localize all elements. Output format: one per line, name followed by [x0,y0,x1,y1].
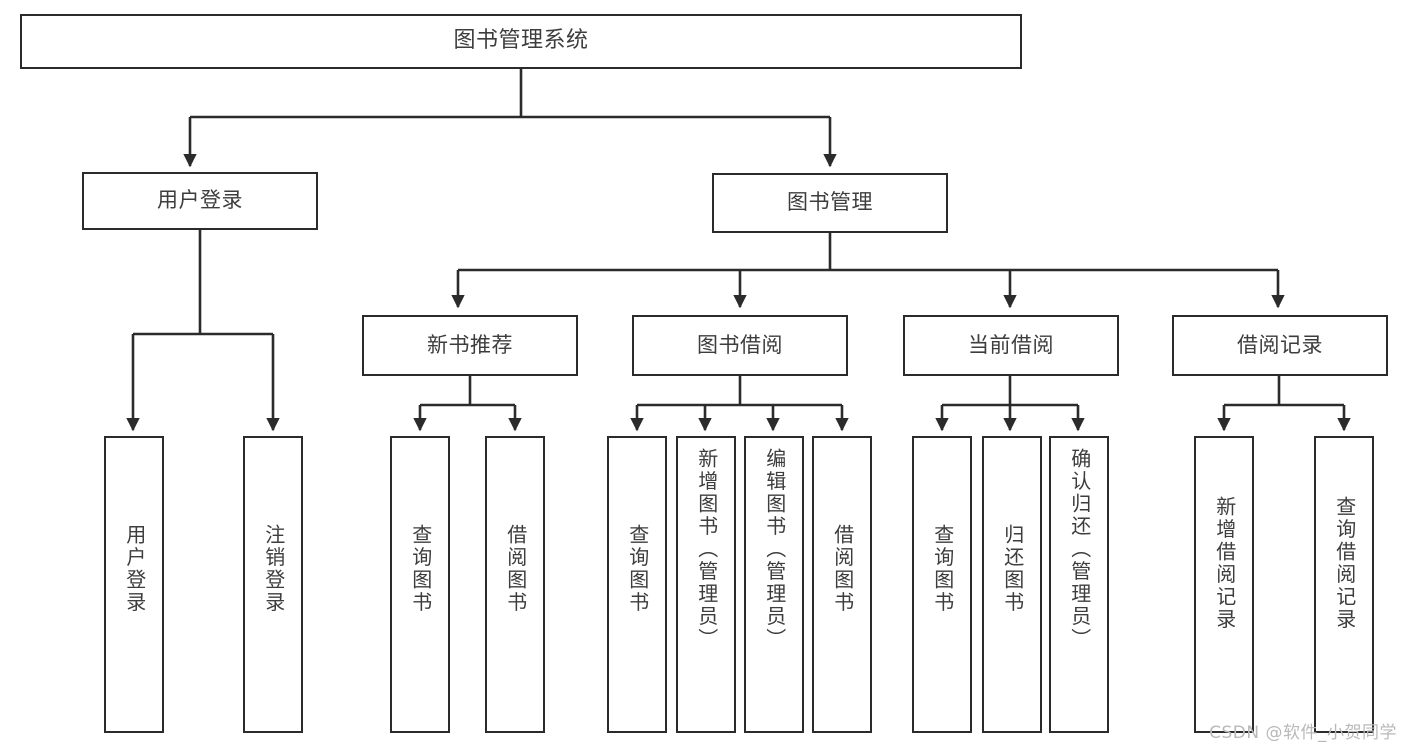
node-label: 归还图书 [1000,524,1025,614]
node-book-management[interactable]: 图书管理 [712,173,948,233]
leaf-borrow-query-book[interactable]: 查询图书 [607,436,667,733]
leaf-borrow-add-book-admin[interactable]: 新增图书（管理员） [676,436,736,733]
leaf-borrow-edit-book-admin[interactable]: 编辑图书（管理员） [744,436,804,733]
node-label: 查询图书 [930,524,955,614]
node-label: 查询图书 [625,524,650,614]
node-root-system[interactable]: 图书管理系统 [20,14,1022,69]
node-label: 编辑图书（管理员） [762,448,787,651]
leaf-recommend-borrow-book[interactable]: 借阅图书 [485,436,545,733]
node-label: 注销登录 [261,524,286,614]
node-borrow-record[interactable]: 借阅记录 [1172,315,1388,376]
node-label: 当前借阅 [968,332,1054,357]
leaf-user-login-login[interactable]: 用户登录 [104,436,164,733]
watermark: CSDN @软件_小贺同学 [1209,723,1397,743]
node-label: 图书管理系统 [453,28,589,54]
node-label: 用户登录 [122,524,147,614]
leaf-borrow-borrow-book[interactable]: 借阅图书 [812,436,872,733]
node-label: 图书管理 [787,190,873,215]
node-current-borrow[interactable]: 当前借阅 [903,315,1119,376]
leaf-user-login-logout[interactable]: 注销登录 [243,436,303,733]
node-label: 确认归还（管理员） [1067,448,1092,651]
node-label: 查询图书 [408,524,433,614]
node-book-borrow[interactable]: 图书借阅 [632,315,848,376]
leaf-current-query-book[interactable]: 查询图书 [912,436,972,733]
leaf-current-return-book[interactable]: 归还图书 [982,436,1042,733]
node-new-book-recommend[interactable]: 新书推荐 [362,315,578,376]
leaf-record-query-record[interactable]: 查询借阅记录 [1314,436,1374,733]
node-label: 新增借阅记录 [1212,496,1237,631]
leaf-record-add-record[interactable]: 新增借阅记录 [1194,436,1254,733]
node-label: 用户登录 [157,188,243,213]
node-label: 图书借阅 [697,332,783,357]
leaf-current-confirm-return-admin[interactable]: 确认归还（管理员） [1049,436,1109,733]
leaf-recommend-query-book[interactable]: 查询图书 [390,436,450,733]
node-label: 新书推荐 [427,332,513,357]
node-label: 新增图书（管理员） [694,448,719,651]
node-label: 借阅图书 [503,524,528,614]
node-label: 借阅记录 [1237,332,1323,357]
node-label: 借阅图书 [830,524,855,614]
node-label: 查询借阅记录 [1332,496,1357,631]
node-user-login[interactable]: 用户登录 [82,172,318,230]
